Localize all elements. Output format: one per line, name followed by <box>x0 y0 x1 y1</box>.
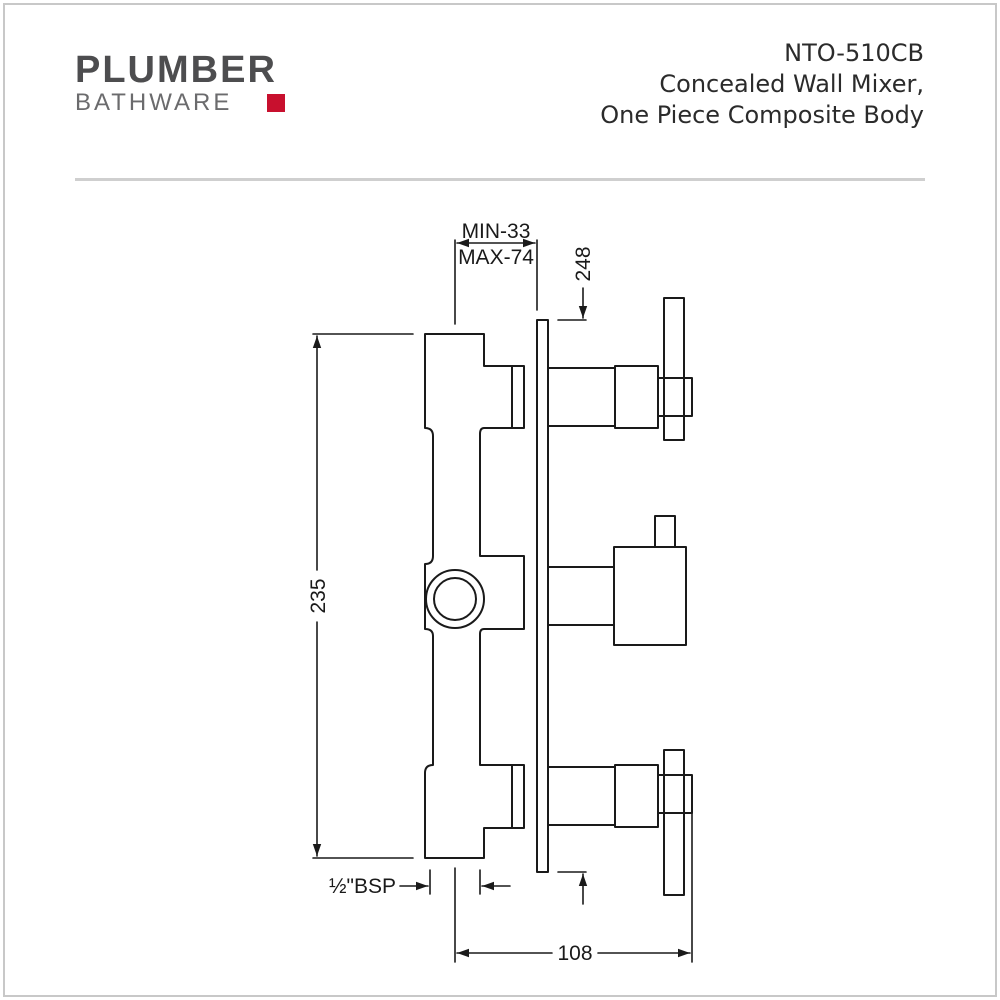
top-handle-lever <box>663 297 685 441</box>
product-code: NTO-510CB <box>784 39 924 67</box>
bottom-handle-hub <box>614 764 659 828</box>
dim-235-label: 235 <box>307 578 330 613</box>
brand-name: PLUMBER <box>75 49 277 91</box>
dim-max-label: MAX-74 <box>458 246 534 269</box>
middle-diverter-knob <box>613 546 687 646</box>
product-name-line-2: One Piece Composite Body <box>600 101 924 129</box>
brand-subname: BATHWARE <box>75 89 233 116</box>
product-name-line-1: Concealed Wall Mixer, <box>659 70 924 98</box>
bottom-handle-lever <box>663 749 685 896</box>
top-spindle <box>547 367 616 427</box>
top-handle-hub <box>614 365 659 429</box>
composite-body <box>424 333 525 859</box>
top-handle-cap <box>657 377 693 417</box>
middle-diverter-pin <box>654 515 676 548</box>
outlet-port-outer <box>425 569 485 629</box>
dim-min-label: MIN-33 <box>462 220 531 243</box>
product-title-block: NTO-510CB Concealed Wall Mixer, One Piec… <box>600 38 924 131</box>
dim-bsp-label: ½"BSP <box>329 875 396 898</box>
brand-accent-square <box>267 94 285 112</box>
dim-248-label: 248 <box>572 246 595 281</box>
cover-plate <box>536 319 549 873</box>
outlet-port-inner <box>433 577 477 621</box>
middle-spindle <box>547 566 615 626</box>
bottom-spindle <box>547 766 616 826</box>
header-divider <box>75 178 925 181</box>
page-frame <box>3 3 997 997</box>
dim-108-label: 108 <box>557 942 592 965</box>
